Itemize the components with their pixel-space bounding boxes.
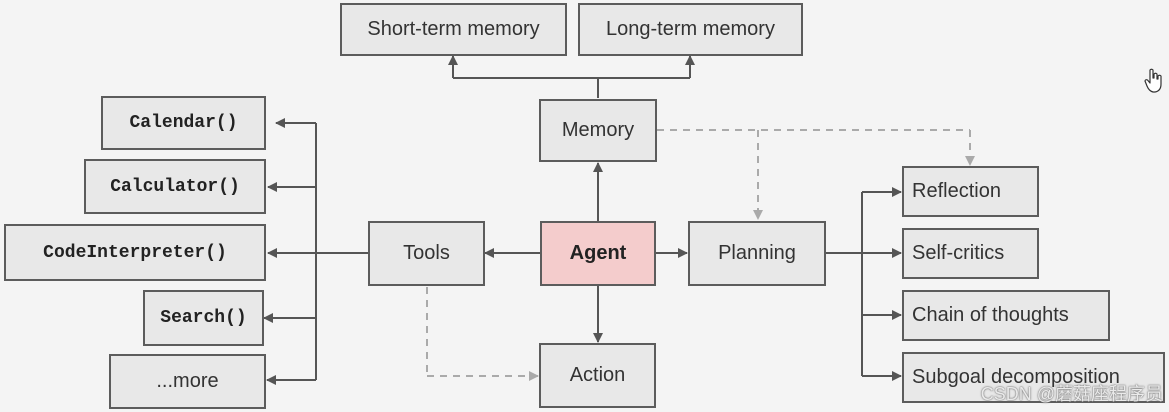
- planning-node: Planning: [688, 221, 826, 286]
- code-interpreter-tool-node: CodeInterpreter(): [4, 224, 266, 281]
- agent-node: Agent: [540, 221, 656, 286]
- self-critics-node: Self-critics: [902, 228, 1039, 279]
- more-tools-node: ...more: [109, 354, 266, 409]
- csdn-watermark: CSDN @蘑菇座程序员: [980, 384, 1163, 404]
- long-term-memory-node: Long-term memory: [578, 3, 803, 56]
- action-node: Action: [539, 343, 656, 408]
- tools-node: Tools: [368, 221, 485, 286]
- edge-tools-action-dashed: [426, 287, 539, 381]
- hand-pointer-icon: [1144, 68, 1162, 93]
- memory-node: Memory: [539, 99, 657, 162]
- calendar-tool-node: Calendar(): [101, 96, 266, 150]
- chain-of-thoughts-node: Chain of thoughts: [902, 290, 1110, 341]
- edge-planning-to-planning-list: [826, 187, 902, 381]
- subgoal-decomposition-node: Subgoal decomposition: [902, 352, 1165, 403]
- edge-tools-to-tool-list: [263, 118, 368, 385]
- edge-memory-dashed: [657, 129, 975, 220]
- search-tool-node: Search(): [143, 290, 264, 346]
- reflection-node: Reflection: [902, 166, 1039, 217]
- edge-memory-to-memory-types: [448, 55, 695, 98]
- short-term-memory-node: Short-term memory: [340, 3, 567, 56]
- calculator-tool-node: Calculator(): [84, 159, 266, 214]
